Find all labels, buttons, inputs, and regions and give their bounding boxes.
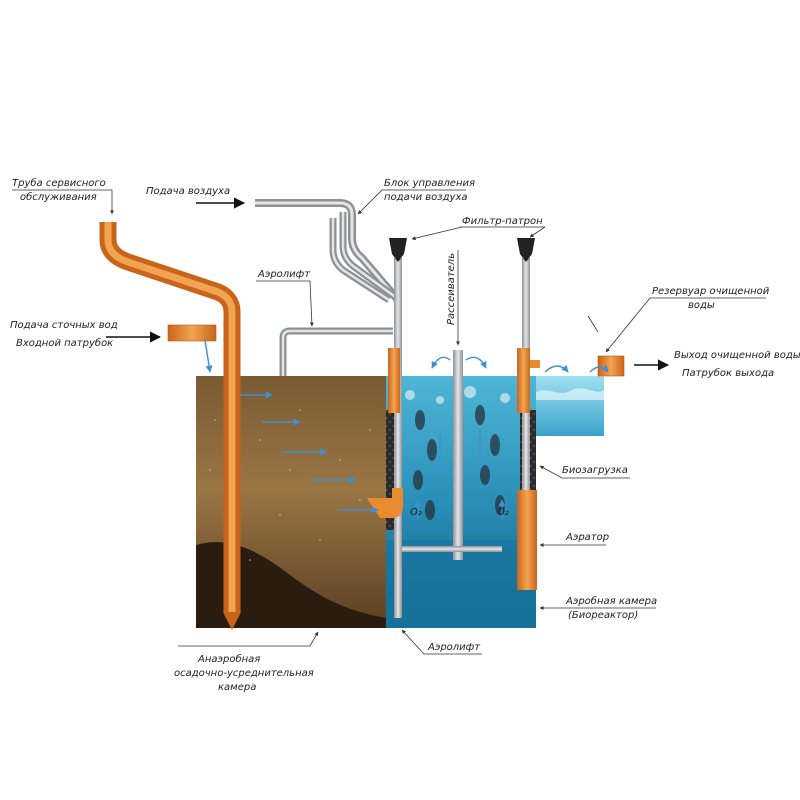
label-service-pipe: Труба сервисного обслуживания [12,177,114,215]
label-outlet: Выход очищенной воды Патрубок выхода [634,350,800,379]
aerator-pipe [517,490,537,590]
airlift-pipe-top [279,327,393,376]
label-anaerobic-chamber: Анаэробная осадочно-усреднительная камер… [174,631,319,693]
label-bioload: Биозагрузка [539,465,630,479]
label-diffuser: Рассеиватель [446,250,460,346]
svg-text:Аэролифт: Аэролифт [257,269,311,280]
svg-text:Биозагрузка: Биозагрузка [562,465,628,476]
svg-text:Фильтр-патрон: Фильтр-патрон [462,216,543,227]
o2-label-right: O₂ [497,507,509,518]
svg-text:Входной патрубок: Входной патрубок [16,337,113,349]
svg-text:Патрубок выхода: Патрубок выхода [682,367,774,379]
inlet-pipe [168,325,216,341]
label-aerobic-chamber: Аэробная камера (Биореактор) [539,595,657,621]
svg-text:обслуживания: обслуживания [20,191,97,203]
label-airlift-bottom: Аэролифт [401,629,482,655]
svg-text:Анаэробная: Анаэробная [197,653,260,665]
service-pipe-tip [223,612,241,630]
label-filter-cartridge: Фильтр-патрон [411,216,546,241]
svg-text:Рассеиватель: Рассеиватель [446,253,457,325]
reservoir-foam [536,388,604,400]
svg-text:камера: камера [218,682,256,693]
label-clean-water-tank: Резервуар очищенной воды [587,286,770,353]
svg-text:Аэратор: Аэратор [565,532,609,543]
sludge-layer [196,542,386,628]
filter-sleeve-right [517,348,530,413]
svg-text:подачи воздуха: подачи воздуха [384,192,468,203]
label-airlift-top: Аэролифт [256,269,314,327]
label-aerator: Аэратор [539,532,609,547]
svg-text:Аэробная камера: Аэробная камера [565,595,657,607]
svg-text:(Биореактор): (Биореактор) [568,610,638,621]
aerator-bar [402,546,502,552]
svg-text:Подача воздуха: Подача воздуха [146,186,230,197]
outlet-pipe [598,356,624,376]
clean-water-reservoir [536,376,604,436]
o2-label-left: O₂ [410,507,422,518]
svg-text:Аэролифт: Аэролифт [427,642,481,653]
filter-cartridge-pipe-left [394,258,402,618]
foam-top [405,386,510,404]
filter-cartridge-handle-right [517,238,535,262]
svg-text:Блок управления: Блок управления [384,178,475,189]
svg-text:воды: воды [688,300,715,311]
filter-cartridge-handle-left [389,238,407,262]
label-air-control-unit: Блок управления подачи воздуха [357,178,475,215]
filter-sleeve-left [388,348,400,413]
svg-text:Труба сервисного: Труба сервисного [12,177,106,189]
flow-arrows [204,339,609,520]
svg-text:осадочно-усреднительная: осадочно-усреднительная [174,668,314,679]
svg-text:Подача сточных вод: Подача сточных вод [10,320,118,331]
label-air-supply: Подача воздуха [146,186,246,209]
label-sewage-inlet: Подача сточных вод Входной патрубок [10,320,162,349]
svg-text:Резервуар очищенной: Резервуар очищенной [652,286,770,297]
svg-text:Выход очищенной воды: Выход очищенной воды [674,350,800,361]
overflow-nozzle [530,360,540,368]
diffuser-pipe [453,350,463,560]
